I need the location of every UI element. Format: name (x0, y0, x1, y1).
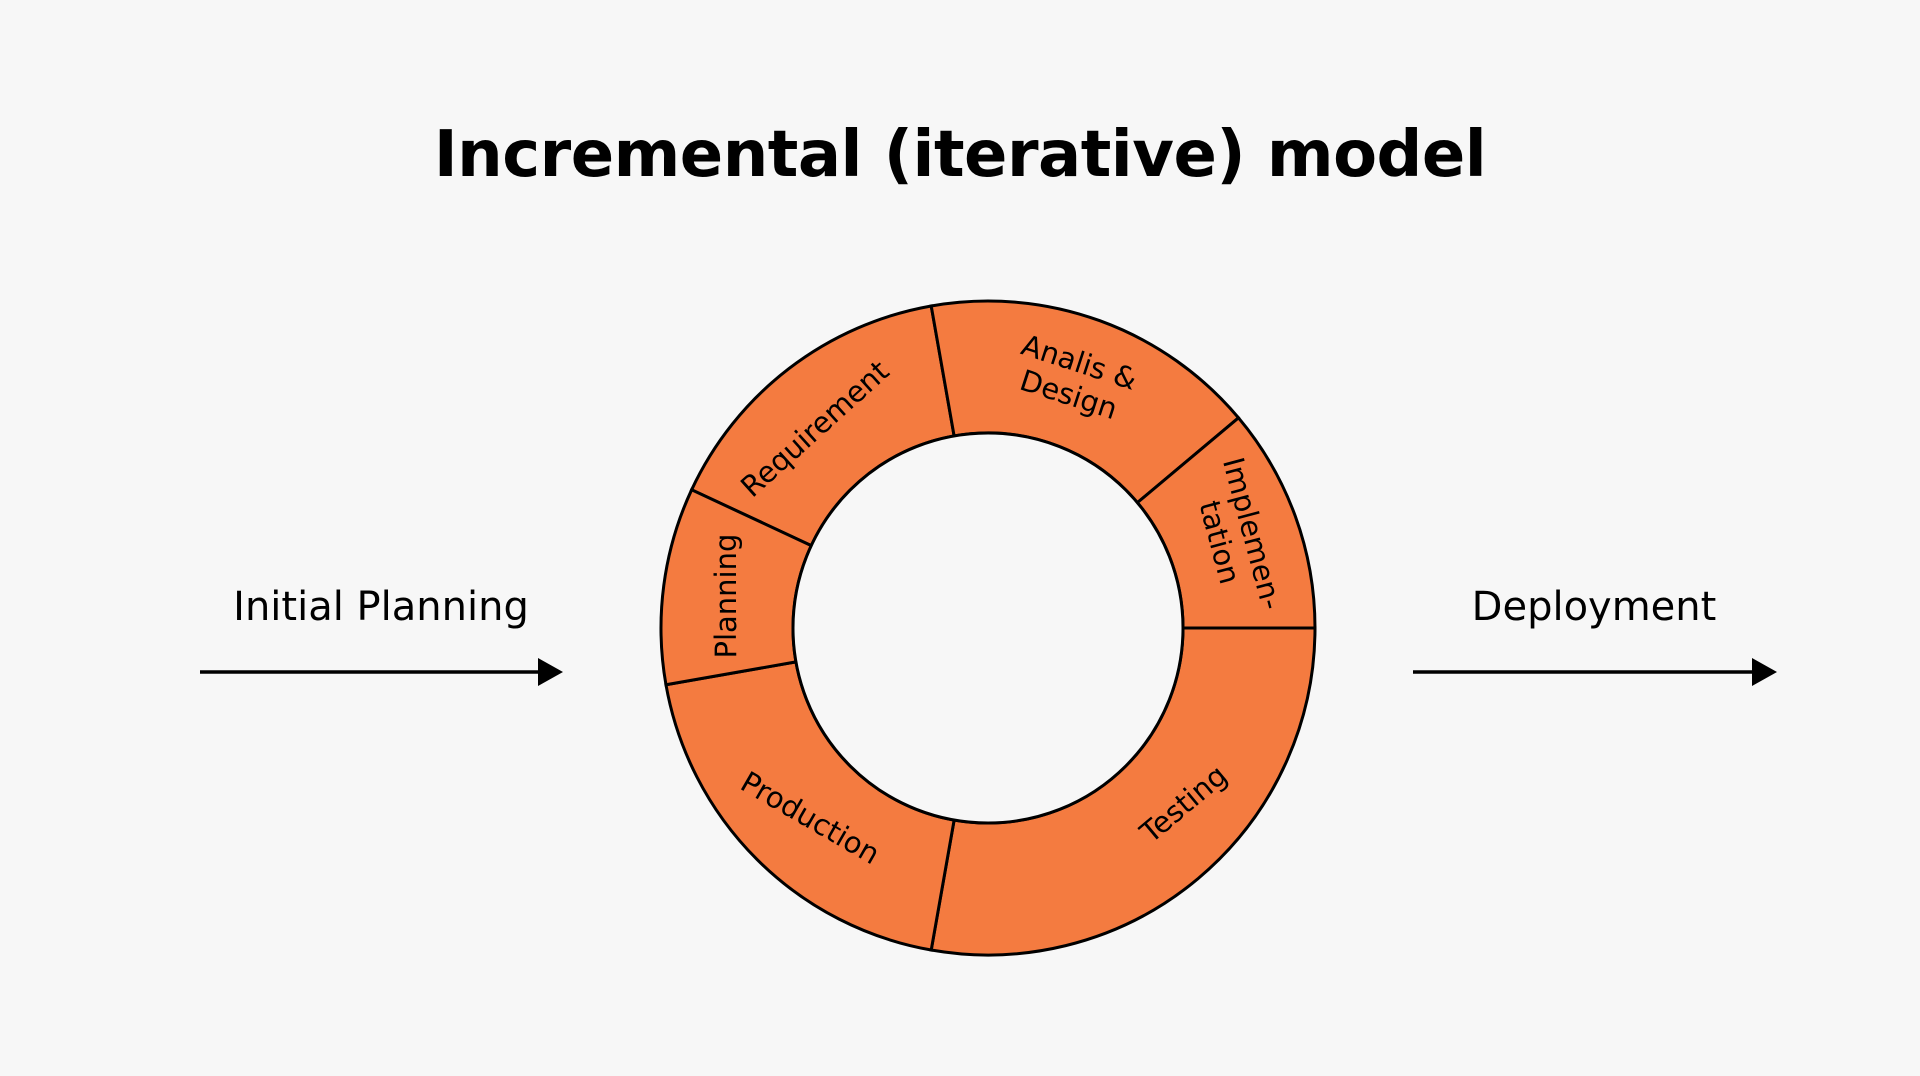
segment-label-planning: Planning (709, 534, 743, 659)
initial-planning-label: Initial Planning (233, 584, 529, 630)
left-arrow (200, 658, 563, 686)
ring-center (791, 431, 1185, 825)
deployment-label: Deployment (1471, 584, 1717, 630)
diagram-title: Incremental (iterative) model (433, 118, 1487, 192)
cycle-ring (659, 299, 1317, 957)
right-arrow (1413, 658, 1777, 686)
